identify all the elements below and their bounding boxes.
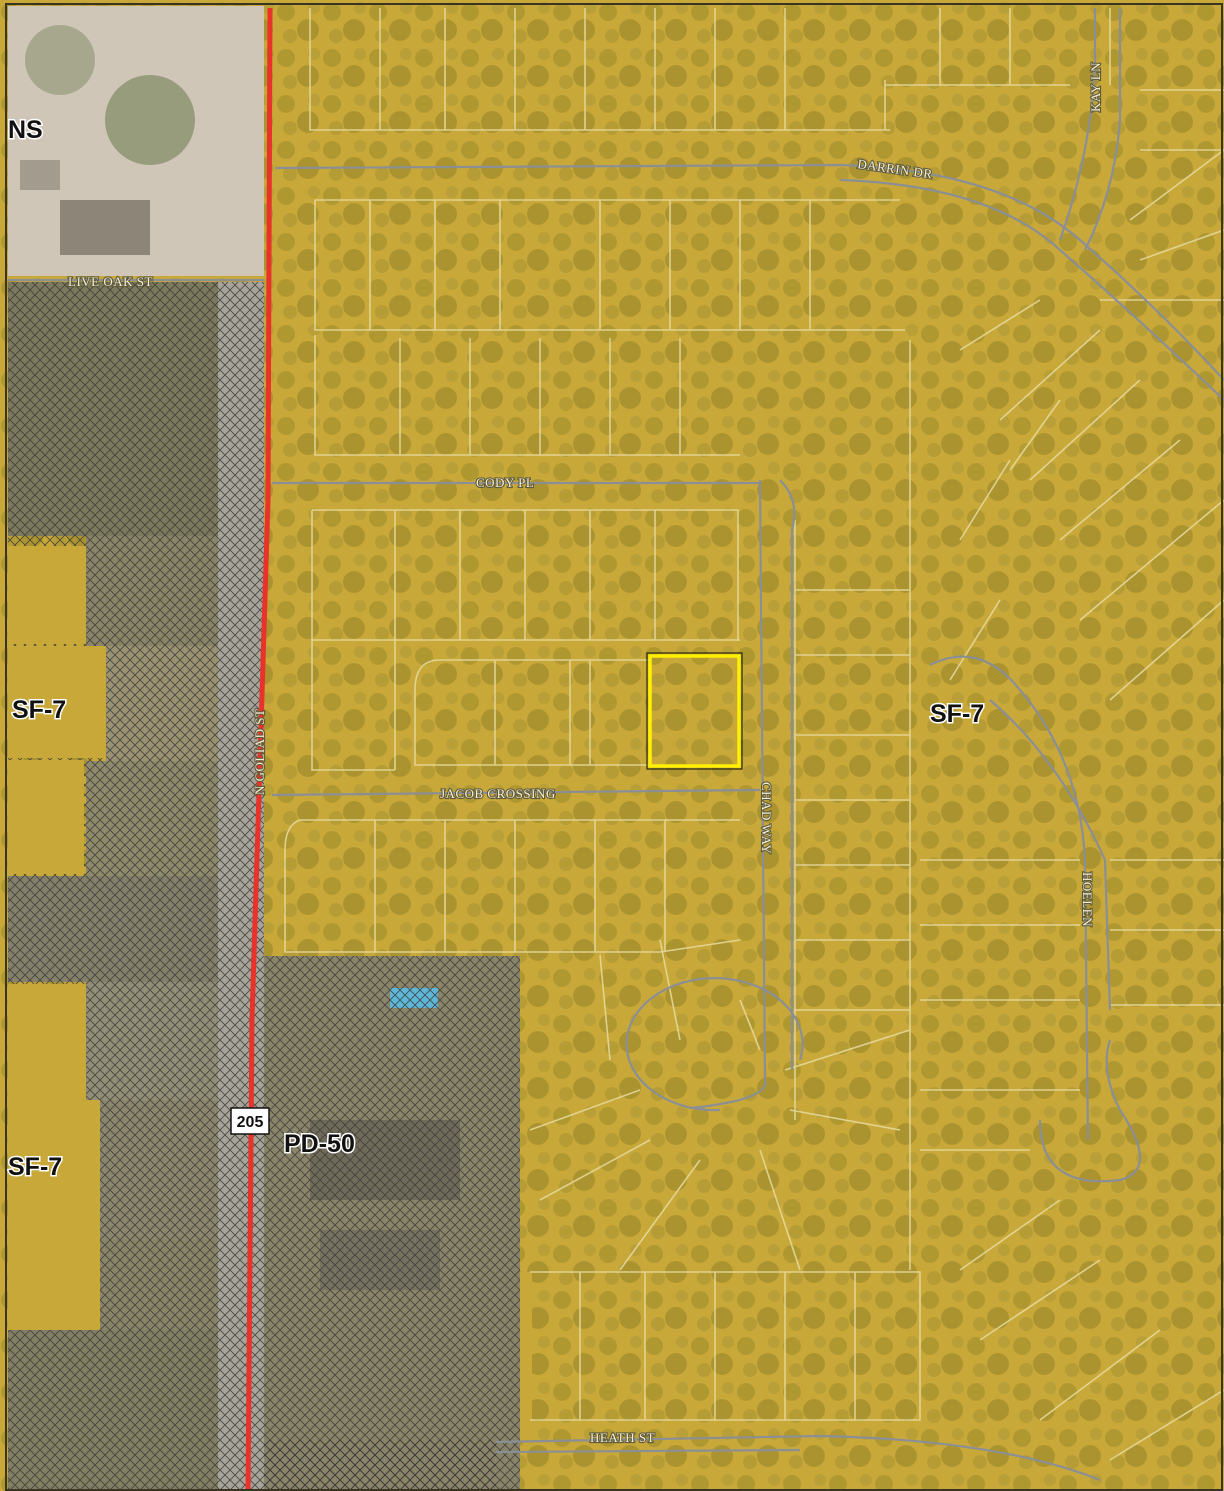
zone-label-pd50: PD-50 — [284, 1130, 355, 1158]
zone-label-ns-fragment: NS — [8, 116, 43, 144]
street-label-n-goliad: N GOLIAD ST — [252, 709, 267, 795]
subject-parcel[interactable] — [648, 654, 741, 768]
subject-parcel-outline — [646, 652, 743, 770]
hoelen-loop — [1038, 1039, 1142, 1183]
street-label-live-oak: LIVE OAK ST — [68, 274, 153, 289]
street-label-heath: HEATH ST — [590, 1430, 655, 1445]
aerial-tree — [25, 25, 95, 95]
hoelen-line-east — [989, 699, 1112, 1011]
zone-label-sf7-left-lower: SF-7 — [8, 1153, 62, 1181]
hatched-zone-pd50 — [264, 956, 520, 1491]
map-frame — [5, 3, 1223, 1491]
darrin-dr-line-inner — [839, 178, 1224, 401]
aerial-building — [20, 160, 60, 190]
heath-st-line-lower — [495, 1448, 801, 1454]
highway-shield-label: 205 — [237, 1114, 264, 1131]
zone-patch-sf7 — [520, 1272, 532, 1442]
hatched-strip-south — [264, 1440, 496, 1491]
street-label-jacob: JACOB CROSSING — [440, 786, 556, 801]
zone-patch-sf7 — [8, 546, 86, 644]
zone-label-sf7-right: SF-7 — [930, 700, 984, 728]
highway-line — [245, 7, 273, 1491]
zone-patch-sf7 — [8, 1240, 100, 1330]
kay-ln-line — [1058, 8, 1097, 241]
zone-patch-sf7 — [8, 1100, 100, 1240]
street-label-cody: CODY PL — [476, 475, 534, 490]
zone-patch-sf7 — [8, 760, 84, 874]
zone-patch-sf7 — [8, 646, 106, 758]
hoelen-line — [929, 655, 1090, 1141]
jacob-crossing-line — [271, 788, 761, 797]
aerial-tree — [105, 75, 195, 165]
lot-lines — [284, 8, 1224, 1461]
zone-label-sf7-left-upper: SF-7 — [12, 696, 66, 724]
zone-patch-sf7 — [8, 984, 86, 1100]
hatched-zone-west — [8, 282, 264, 1490]
cul-de-sac — [625, 977, 804, 1112]
kay-ln-line-inner — [1084, 8, 1122, 251]
highway-shield: 205 — [230, 1107, 270, 1135]
aerial-building — [60, 200, 150, 255]
road-centerlines — [8, 8, 1224, 1482]
chad-way-line-east — [779, 479, 796, 1070]
chad-way-line — [689, 479, 767, 1110]
darrin-dr-line — [274, 163, 1224, 381]
heath-st-line — [495, 1434, 1101, 1482]
street-label-kay: KAY LN — [1088, 62, 1103, 112]
street-label-hoelen: HOELEN — [1080, 872, 1095, 927]
street-label-chad: CHAD WAY — [759, 782, 774, 854]
